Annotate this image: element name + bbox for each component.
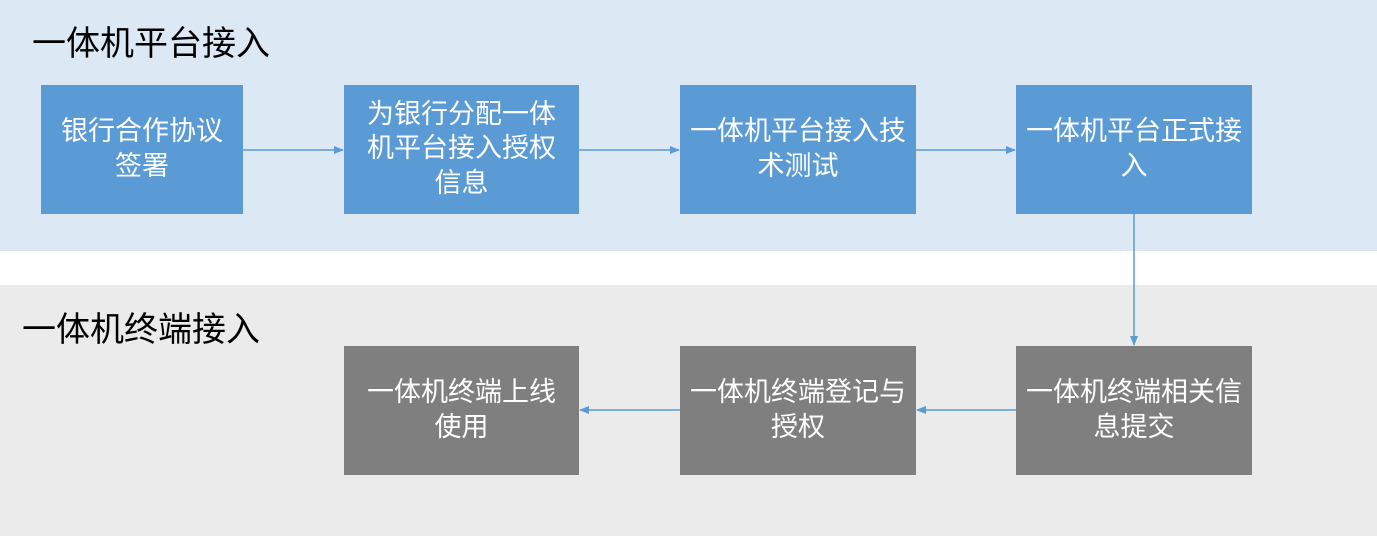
step-terminal-info-submit: 一体机终端相关信息提交: [1016, 346, 1252, 475]
step-terminal-register-authorize: 一体机终端登记与授权: [680, 346, 916, 475]
step-terminal-go-live: 一体机终端上线使用: [344, 346, 579, 475]
step-platform-tech-test: 一体机平台接入技术测试: [680, 85, 916, 214]
step-assign-authorization: 为银行分配一体机平台接入授权信息: [344, 85, 579, 214]
step-bank-agreement: 银行合作协议签署: [41, 85, 243, 214]
step-platform-formal-access: 一体机平台正式接入: [1016, 85, 1252, 214]
terminal-section-title: 一体机终端接入: [22, 310, 260, 350]
platform-section-title: 一体机平台接入: [32, 24, 270, 64]
